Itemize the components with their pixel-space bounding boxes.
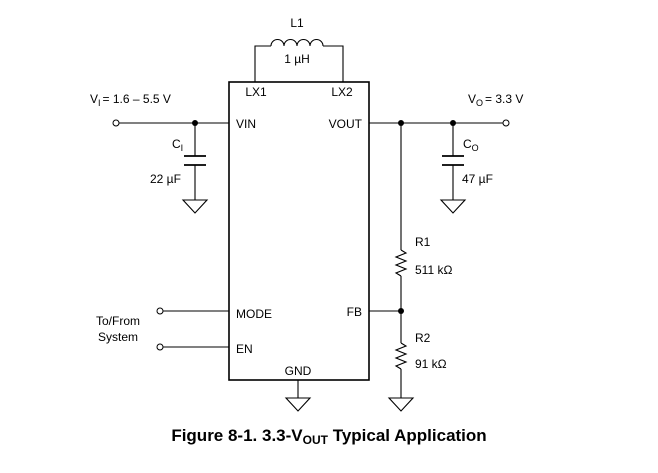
pin-fb: FB [347,305,362,319]
caption-prefix: Figure 8-1. 3.3-V [171,426,303,445]
r1-value: 511 kΩ [415,263,452,277]
pin-vin: VIN [236,117,256,131]
input-capacitor [184,123,206,200]
caption-subscript: OUT [302,433,328,447]
pin-vout: VOUT [329,117,363,131]
resistor-r1 [394,123,408,311]
input-terminal [112,119,120,127]
output-terminal [502,119,510,127]
en-terminal [156,343,164,351]
inductor-l1 [254,38,344,82]
ground-symbol-output [439,199,467,214]
r1-ref: R1 [415,235,431,249]
r2-value: 91 kΩ [415,357,447,371]
output-voltage-label: VO= 3.3 V [468,92,523,108]
output-capacitor [442,123,464,200]
ground-symbol-ic [284,397,312,412]
r2-ref: R2 [415,331,431,345]
mode-terminal [156,307,164,315]
pin-gnd: GND [285,364,312,378]
ground-symbol-input [181,199,209,214]
input-voltage-label: VI= 1.6 – 5.5 V [90,92,171,108]
pin-mode: MODE [236,307,272,321]
system-io-label-line1: To/From [96,314,140,328]
pin-lx2: LX2 [331,85,353,99]
figure-caption: Figure 8-1. 3.3-VOUT Typical Application [0,426,658,447]
output-cap-label: CO [463,137,479,153]
output-cap-value: 47 µF [462,172,493,186]
resistor-r2 [394,311,408,398]
pin-en: EN [236,342,253,356]
input-cap-value: 22 µF [150,172,181,186]
input-cap-label: CI [172,137,183,153]
system-io-label-line2: System [98,330,138,344]
inductor-ref: L1 [290,16,304,30]
ground-symbol-fb [387,397,415,412]
pin-lx1: LX1 [245,85,267,99]
converter-ic [228,81,370,381]
inductor-value: 1 µH [284,52,310,66]
caption-suffix: Typical Application [327,426,487,445]
